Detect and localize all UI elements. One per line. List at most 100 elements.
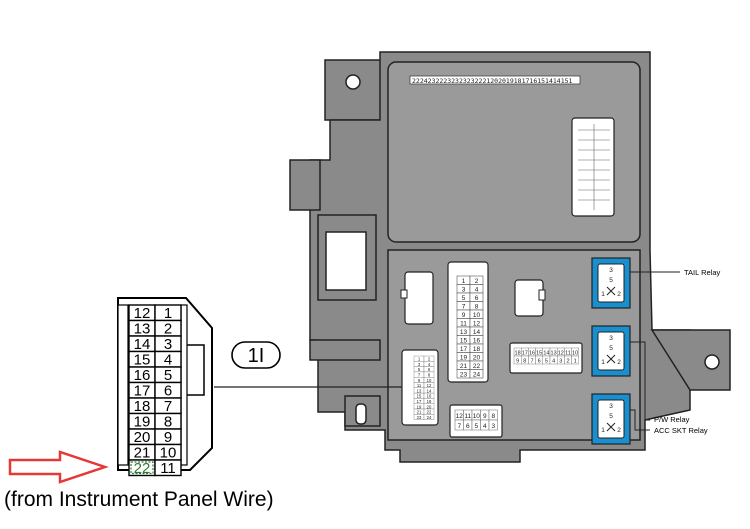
relay-face	[597, 331, 625, 371]
pin-label: 21	[134, 445, 151, 462]
bc-pin-label: 11	[464, 413, 471, 420]
pin-label: 10	[160, 445, 177, 462]
ll-pin-label: 3	[418, 362, 421, 367]
ll-pin-label: 18	[427, 399, 432, 404]
ll-pin-label: 19	[417, 404, 422, 409]
bc-pin-label: 12	[456, 413, 464, 420]
mounting-hole	[704, 354, 720, 370]
ll-pin-label: 2	[428, 357, 431, 362]
bc-pin-label: 5	[474, 423, 478, 430]
relay-symbol	[606, 422, 616, 432]
ll-pin-label: 15	[417, 394, 422, 399]
ll-pin-label: 21	[417, 410, 422, 415]
pin-label: 19	[134, 414, 151, 431]
upper-connector	[571, 117, 615, 217]
acc-skt-relay-label: ACC SKT Relay	[654, 426, 708, 435]
ll-pin-label: 20	[427, 404, 432, 409]
pin-label: 11	[160, 460, 176, 477]
pin-label: 9	[164, 429, 172, 446]
pin-label: 16	[134, 367, 151, 384]
bc-pin-label: 3	[491, 423, 495, 430]
relay-face	[597, 399, 625, 439]
pin-label: 3	[164, 336, 172, 353]
mid-pin-label: 21	[460, 363, 468, 370]
ll-pin-label: 12	[427, 383, 432, 388]
relay-pin-label: 2	[617, 359, 621, 366]
rc-pin-label: 18	[515, 351, 521, 357]
relay-face	[597, 263, 625, 303]
ll-pin-label: 14	[427, 388, 432, 393]
source-caption: (from Instrument Panel Wire)	[4, 488, 274, 511]
pin-highlight	[130, 461, 154, 475]
relay-pin-label: 2	[617, 291, 621, 298]
mid-pin-label: 4	[475, 287, 479, 294]
mid-pin-label: 13	[460, 329, 468, 336]
ll-pin-label: 6	[428, 367, 431, 372]
ll-pin-label: 17	[417, 399, 422, 404]
relay-pin-label: 5	[609, 277, 613, 284]
mid-pin-label: 20	[473, 355, 481, 362]
bc-pin-label: 10	[473, 413, 481, 420]
mounting-hole	[345, 74, 361, 90]
mid-pin-label: 7	[462, 304, 466, 311]
relay-pin-label: 2	[617, 427, 621, 434]
relay-pin-label: 1	[601, 359, 605, 366]
rc-pin-label: 4	[552, 359, 555, 365]
pin-label-highlighted: 22	[134, 460, 151, 477]
mid-pin-label: 10	[473, 312, 481, 319]
mid-pin-label: 24	[473, 372, 481, 379]
relay-pin-label: 3	[609, 267, 613, 274]
rc-pin-label: 1	[574, 359, 577, 365]
ll-pin-label: 16	[427, 394, 432, 399]
rc-pin-label: 14	[543, 351, 549, 357]
ll-pin-label: 8	[428, 373, 431, 378]
rc-pin-label: 5	[545, 359, 548, 365]
mid-pin-label: 18	[473, 346, 481, 353]
ll-pin-label: 22	[427, 410, 432, 415]
pin-label: 12	[134, 305, 151, 322]
rc-pin-label: 8	[523, 359, 526, 365]
rc-pin-label: 7	[530, 359, 533, 365]
ll-pin-label: 9	[418, 378, 421, 383]
rc-pin-label: 13	[551, 351, 557, 357]
tail-relay-label: TAIL Relay	[684, 268, 721, 277]
rc-pin-label: 15	[536, 351, 542, 357]
pw-relay-label: P/W Relay	[654, 415, 690, 424]
relay-pin-label: 3	[609, 403, 613, 410]
rc-pin-label: 3	[559, 359, 562, 365]
ll-pin-label: 4	[428, 362, 431, 367]
relay-pin-label: 5	[609, 413, 613, 420]
ll-pin-label: 11	[417, 383, 422, 388]
relay-pin-label: 1	[601, 291, 605, 298]
rc-pin-label: 10	[572, 351, 578, 357]
pin-label: 13	[134, 321, 151, 338]
pin-label: 20	[134, 429, 151, 446]
mid-pin-label: 1	[462, 278, 466, 285]
relay-pin-label: 3	[609, 335, 613, 342]
mid-pin-label: 11	[460, 321, 467, 328]
rc-pin-label: 17	[522, 351, 528, 357]
pin-label: 17	[134, 383, 151, 400]
mid-pin-label: 12	[473, 321, 481, 328]
mid-pin-label: 5	[462, 295, 466, 302]
pin-label: 2	[164, 321, 172, 338]
mid-pin-label: 15	[460, 338, 468, 345]
pin-label: 8	[164, 414, 172, 431]
bc-pin-label: 6	[466, 423, 470, 430]
rc-pin-label: 12	[558, 351, 564, 357]
bc-pin-label: 4	[483, 423, 487, 430]
connector-id-badge: 1I	[231, 341, 281, 369]
fuse-strip-text: 2224232223232323222120201918171615141415…	[412, 77, 573, 85]
pin-label: 14	[134, 336, 151, 353]
pin-label: 1	[164, 305, 172, 322]
ll-pin-label: 1	[418, 357, 421, 362]
rc-pin-cell	[571, 355, 579, 365]
pin-label: 7	[164, 398, 172, 415]
ll-pin-label: 7	[418, 373, 421, 378]
mid-pin-label: 6	[475, 295, 479, 302]
ll-pin-label: 10	[427, 378, 432, 383]
rc-pin-label: 6	[538, 359, 541, 365]
